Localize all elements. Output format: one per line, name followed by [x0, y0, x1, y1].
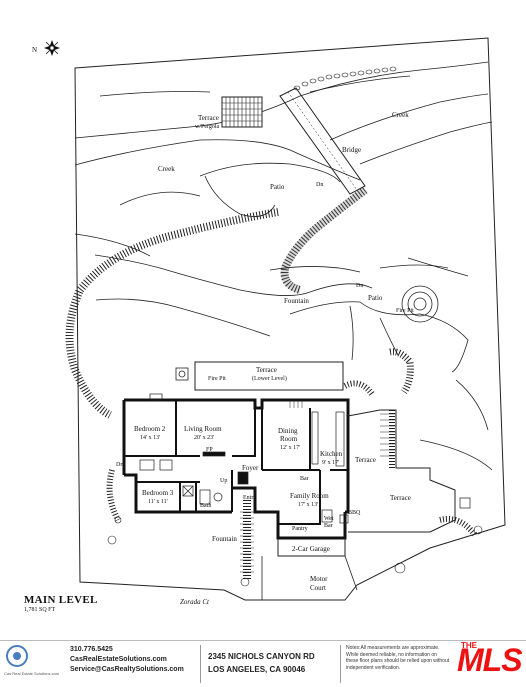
compass-icon: [44, 40, 60, 56]
label-fountain-mid: Fountain: [284, 297, 309, 305]
garage-outline: [277, 538, 346, 557]
label-bedroom2: Bedroom 2: [134, 425, 166, 433]
label-motor: Motor: [310, 575, 328, 583]
stairs: [240, 400, 396, 573]
label-garage: 2-Car Garage: [292, 545, 330, 553]
label-terrace-pergola: Terrace: [198, 114, 219, 122]
label-living: Living Room: [184, 425, 222, 433]
label-bar: Bar: [300, 476, 309, 482]
address-line1: 2345 NICHOLS CANYON RD: [208, 652, 315, 661]
company-logo-icon: [6, 645, 28, 667]
address-line2: LOS ANGELES, CA 90046: [208, 665, 306, 674]
label-terrace-right: Terrace: [355, 456, 376, 464]
tree-icons: [107, 516, 483, 587]
label-kitchen: Kitchen: [320, 450, 343, 458]
label-bridge: Bridge: [342, 146, 361, 154]
floor-plan: N: [32, 37, 506, 606]
label-creek-right: Creek: [392, 111, 409, 119]
label-pantry: Pantry: [292, 526, 308, 532]
label-terrace-lower-2: (Lower Level): [252, 375, 287, 382]
label-terrace-lower: Terrace: [256, 366, 277, 374]
compass-label: N: [32, 46, 37, 54]
label-patio-right: Patio: [368, 294, 383, 302]
label-terrace-right-2: Terrace: [390, 494, 411, 502]
terrace-right-outline: [347, 409, 456, 533]
address-block: 2345 NICHOLS CANYON RD LOS ANGELES, CA 9…: [208, 650, 315, 676]
label-bedroom3-size: 11' x 11': [148, 499, 168, 505]
label-dn: Dn: [116, 462, 123, 468]
lot-boundary: [74, 37, 506, 601]
lower-terrace: [194, 361, 344, 391]
logo-text: Cas Real Estate Solutions.com: [4, 671, 60, 676]
label-dn-right: Dn: [356, 283, 363, 289]
label-dining-2: Room: [280, 435, 298, 443]
disclaimer-notes: Notes:All measurements are approximate. …: [346, 645, 450, 671]
contact-block: 310.776.5425 CasRealEstateSolutions.com …: [70, 645, 184, 675]
label-fire-pit-2: Fire Pit: [208, 376, 226, 382]
label-court: Court: [310, 584, 326, 592]
footer: Cas Real Estate Solutions.com 310.776.54…: [0, 640, 526, 687]
label-family: Family Room: [290, 492, 329, 500]
label-fountain-bottom: Fountain: [212, 535, 237, 543]
label-street: Zorada Ct: [180, 598, 210, 606]
label-bbq: BBQ: [348, 510, 361, 516]
phone[interactable]: 310.776.5425: [70, 646, 113, 653]
fire-pit-circle: [401, 285, 439, 323]
divider: [200, 645, 201, 683]
label-wet: Wet: [324, 516, 334, 522]
label-kitchen-size: 9' x 17': [322, 460, 339, 466]
label-dn-patio: Dn: [316, 182, 323, 188]
email[interactable]: Service@CasRealtySolutions.com: [70, 666, 184, 673]
label-living-size: 20' x 23': [194, 435, 214, 441]
mls-the-label: THE: [461, 641, 477, 650]
label-bedroom2-size: 14' x 13': [140, 435, 160, 441]
label-wet-bar: Bar: [324, 523, 333, 529]
label-dining: Dining: [278, 427, 298, 435]
label-family-size: 17' x 13': [298, 502, 318, 508]
motor-court: [261, 555, 358, 600]
bridge: [279, 87, 366, 195]
level-title: MAIN LEVEL: [24, 594, 98, 606]
stepping-stones: [293, 66, 397, 91]
plan-labels: Terrace w/Pergola Creek Creek Bridge Pat…: [116, 111, 414, 606]
terrain-lines: [74, 61, 493, 471]
label-patio-top: Patio: [270, 183, 285, 191]
divider: [340, 645, 341, 683]
fixtures: [139, 393, 471, 524]
label-fire-pit: Fire Pit: [396, 308, 414, 314]
label-terrace-pergola-2: w/Pergola: [195, 124, 220, 130]
label-foyer: Foyer: [242, 464, 259, 472]
label-bedroom3: Bedroom 3: [142, 489, 174, 497]
label-entry: Entry: [243, 495, 256, 501]
pergola-terrace: [221, 96, 263, 128]
mls-logo: MLS: [457, 642, 523, 678]
label-bath: Bath: [200, 503, 211, 509]
label-up: Up: [220, 478, 227, 484]
label-fp: FP: [206, 447, 213, 453]
house-walls: [122, 398, 350, 540]
label-dining-size: 12' x 17': [280, 445, 300, 451]
square-footage: 1,781 SQ FT: [24, 607, 56, 613]
fire-pit-box: [175, 367, 189, 381]
label-creek-left: Creek: [158, 165, 175, 173]
website[interactable]: CasRealEstateSolutions.com: [70, 656, 167, 663]
